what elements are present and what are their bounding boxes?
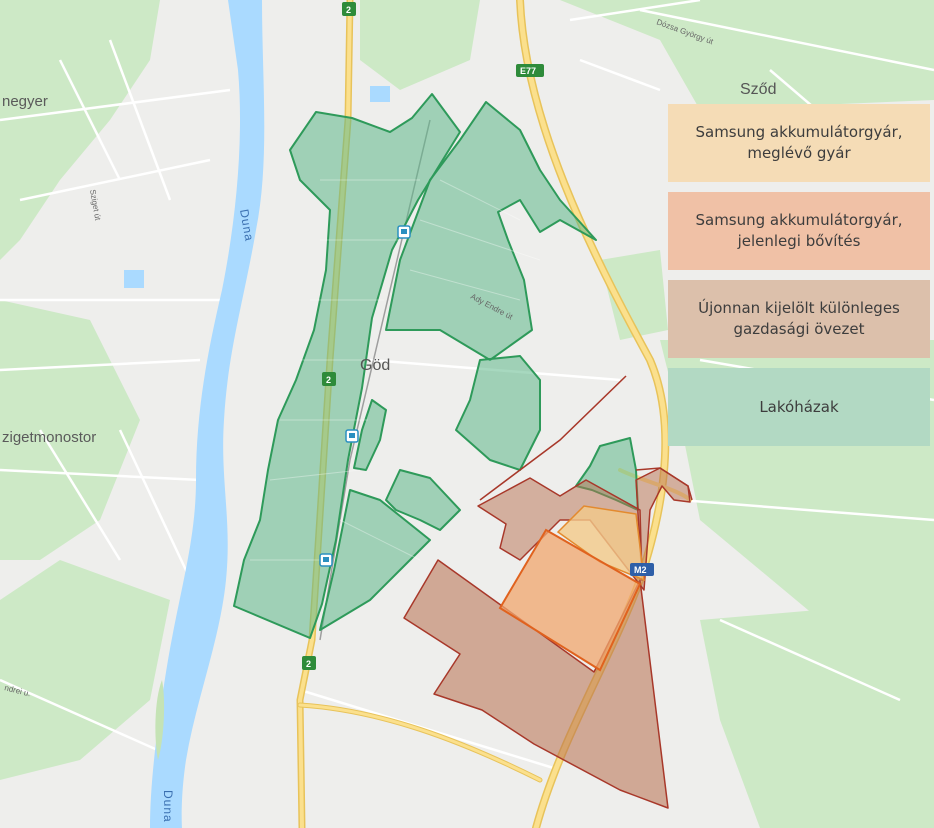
place-label-szigetmonostor: zigetmonostor — [2, 429, 96, 446]
legend-residential-label: Lakóházak — [759, 397, 839, 416]
place-label-god: Göd — [360, 357, 390, 374]
route-2-shield-bottom: 2 — [302, 656, 316, 670]
svg-text:2: 2 — [306, 659, 311, 669]
residential-streets — [250, 179, 541, 561]
e77-shield: E77 — [516, 64, 544, 77]
route-2-shield-top: 2 — [342, 2, 356, 16]
legend-factory-expansion-label: Samsung akkumulátorgyár, jelenlegi bővít… — [695, 211, 903, 250]
river-label-duna-north: Duna — [237, 208, 256, 243]
economic-zone-boundary — [479, 375, 693, 501]
place-label-megyer: negyer — [2, 93, 48, 110]
pond — [124, 270, 144, 288]
svg-text:E77: E77 — [520, 66, 536, 76]
svg-text:2: 2 — [346, 5, 351, 15]
train-station-icon — [397, 225, 411, 239]
train-station-icon — [345, 429, 359, 443]
river-island — [155, 680, 165, 760]
pond — [370, 86, 390, 102]
legend-existing-factory-label: Samsung akkumulátorgyár, meglévő gyár — [695, 123, 903, 162]
legend-factory-expansion: Samsung akkumulátorgyár, jelenlegi bővít… — [668, 192, 930, 270]
m2-shield: M2 — [630, 563, 654, 576]
river-label-duna-south: Duna — [161, 790, 175, 823]
svg-text:2: 2 — [326, 375, 331, 385]
place-label-szod: Sződ — [740, 81, 776, 98]
svg-text:M2: M2 — [634, 565, 647, 575]
legend-existing-factory: Samsung akkumulátorgyár, meglévő gyár — [668, 104, 930, 182]
route-2-shield-mid: 2 — [322, 372, 336, 386]
train-station-icon — [319, 553, 333, 567]
legend-residential: Lakóházak — [668, 368, 930, 446]
legend-economic-zone-label: Újonnan kijelölt különleges gazdasági öv… — [698, 299, 900, 338]
residential-zones — [233, 93, 639, 639]
factory-expansion — [498, 528, 642, 672]
legend-economic-zone: Újonnan kijelölt különleges gazdasági öv… — [668, 280, 930, 358]
danube-river — [150, 0, 265, 828]
